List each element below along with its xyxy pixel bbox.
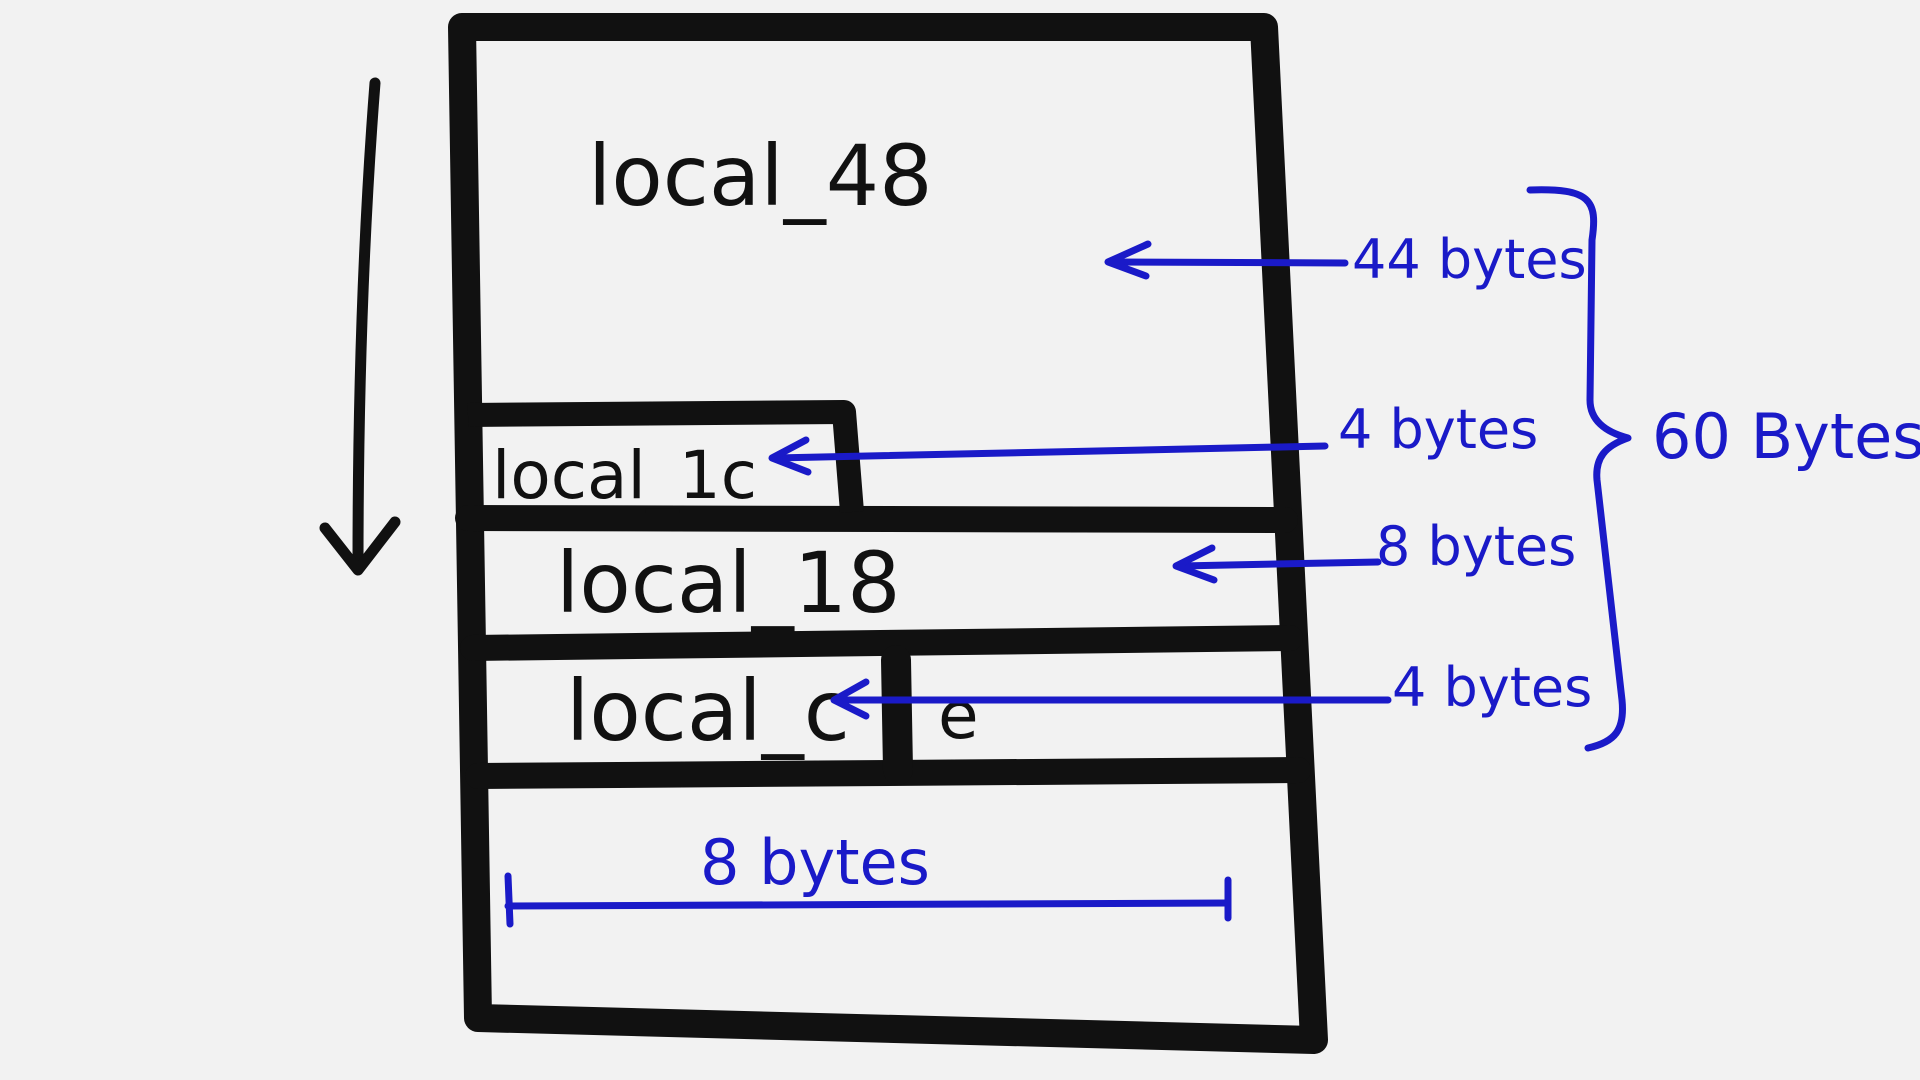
stack-frame (448, 13, 1328, 1054)
bottom-width-dimension (504, 872, 1232, 928)
pointer-local-18-head (1172, 544, 1218, 584)
pointer-local-18 (1176, 558, 1382, 570)
size-label-local-1c: 4 bytes (1338, 398, 1538, 461)
arrow-shaft (352, 77, 381, 571)
pointer-local-c-head (830, 678, 870, 720)
cell-label-local-c: local_c (566, 662, 850, 760)
size-label-local-c: 4 bytes (1392, 656, 1592, 719)
cell-label-local-18: local_18 (556, 534, 901, 632)
pointer-local-48 (1108, 258, 1349, 267)
cell-label-local-c-pad: e (938, 677, 979, 754)
pointer-local-1c-head (768, 436, 812, 476)
local-c-divider (881, 645, 913, 785)
dimension-tick-left (504, 872, 514, 928)
stack-growth-arrow (319, 77, 401, 576)
cell-label-local-1c: local_1c (492, 437, 757, 514)
pointer-local-1c (771, 442, 1329, 462)
size-pointer-arrows (768, 240, 1392, 720)
size-label-local-48: 44 bytes (1352, 228, 1587, 291)
size-label-local-18: 8 bytes (1376, 515, 1576, 578)
total-size-label: 60 Bytes (1652, 400, 1920, 473)
total-size-brace (1526, 186, 1632, 752)
local-1c-box (467, 400, 864, 513)
separator-local-18-local-c (460, 625, 1303, 661)
arrow-head (319, 516, 401, 576)
separator-local-1c-local-18 (455, 505, 1298, 533)
cell-label-local-48: local_48 (588, 127, 933, 225)
dimension-line (504, 899, 1232, 910)
pointer-local-48-head (1104, 240, 1152, 280)
bottom-width-label: 8 bytes (700, 826, 930, 899)
